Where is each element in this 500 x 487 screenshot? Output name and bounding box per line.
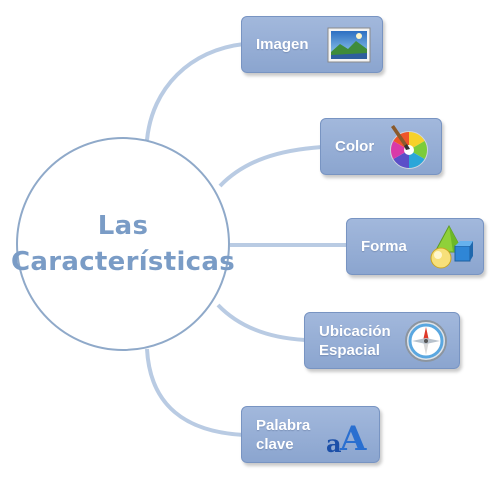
node-color[interactable]: Color xyxy=(320,118,442,175)
node-palabra-label: Palabra clave xyxy=(256,416,323,454)
svg-text:a: a xyxy=(326,429,342,458)
color-wheel-brush-icon xyxy=(390,124,428,169)
node-forma-label: Forma xyxy=(361,238,407,255)
svg-text:A: A xyxy=(339,419,367,458)
hub-label-line2: Características xyxy=(11,247,235,277)
connector-imagen xyxy=(145,42,245,141)
3d-shapes-icon xyxy=(430,224,473,268)
landscape-picture-icon xyxy=(327,27,371,62)
letters-aa-icon: a A xyxy=(326,419,367,458)
connector-palabra xyxy=(145,348,245,437)
node-forma[interactable]: Forma xyxy=(346,218,484,275)
connector-color xyxy=(218,145,323,188)
node-ubicacion-label: Ubicación Espacial xyxy=(319,322,403,360)
node-ubicacion-label-line2: Espacial xyxy=(319,341,380,359)
hub-label: Las Características xyxy=(11,208,235,280)
node-palabra-label-line1: Palabra xyxy=(256,416,311,434)
hub-circle[interactable]: Las Características xyxy=(11,137,235,351)
node-imagen-label: Imagen xyxy=(256,36,309,53)
node-palabra-label-line2: clave xyxy=(256,435,294,453)
node-color-label: Color xyxy=(335,138,375,155)
hub-label-line1: Las xyxy=(97,211,149,241)
node-ubicacion-espacial[interactable]: Ubicación Espacial xyxy=(304,312,460,369)
compass-icon xyxy=(405,319,447,362)
connector-ubicacion xyxy=(216,303,306,342)
node-ubicacion-label-line1: Ubicación xyxy=(319,322,391,340)
node-imagen[interactable]: Imagen xyxy=(241,16,383,73)
node-palabra-clave[interactable]: Palabra clave a A xyxy=(241,406,380,463)
